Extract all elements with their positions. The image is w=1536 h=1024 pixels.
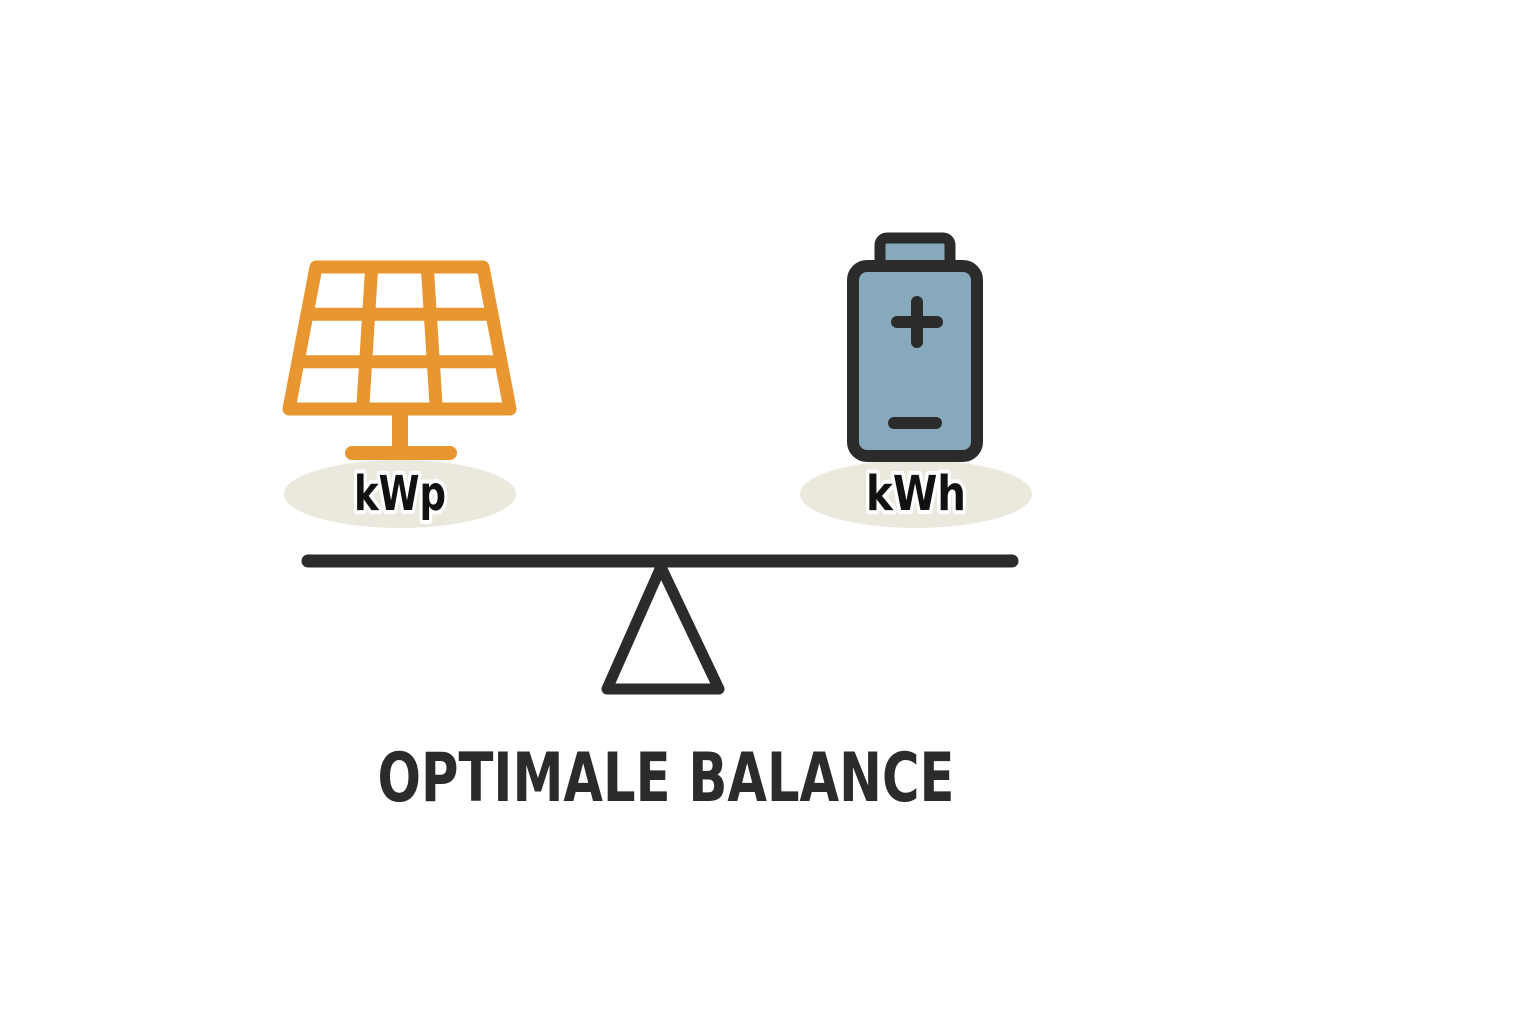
balance-fulcrum-triangle <box>601 561 725 695</box>
kwh-label: kWh <box>866 466 966 522</box>
solar-panel-grid-v1 <box>356 260 379 416</box>
solar-panel-frame <box>282 260 517 416</box>
solar-panel-icon <box>282 260 517 460</box>
kwp-label: kWp <box>354 466 446 522</box>
kwh-badge <box>800 460 1032 528</box>
battery-body <box>847 260 983 462</box>
kwp-ellipse <box>284 460 516 528</box>
scene-title: OPTIMALE BALANCE <box>378 739 955 818</box>
balance-scale <box>301 554 1019 695</box>
kwh-ellipse <box>800 460 1032 528</box>
battery-icon <box>847 232 983 462</box>
solar-panel-grid-v2 <box>420 260 443 416</box>
kwp-badge <box>284 460 516 528</box>
